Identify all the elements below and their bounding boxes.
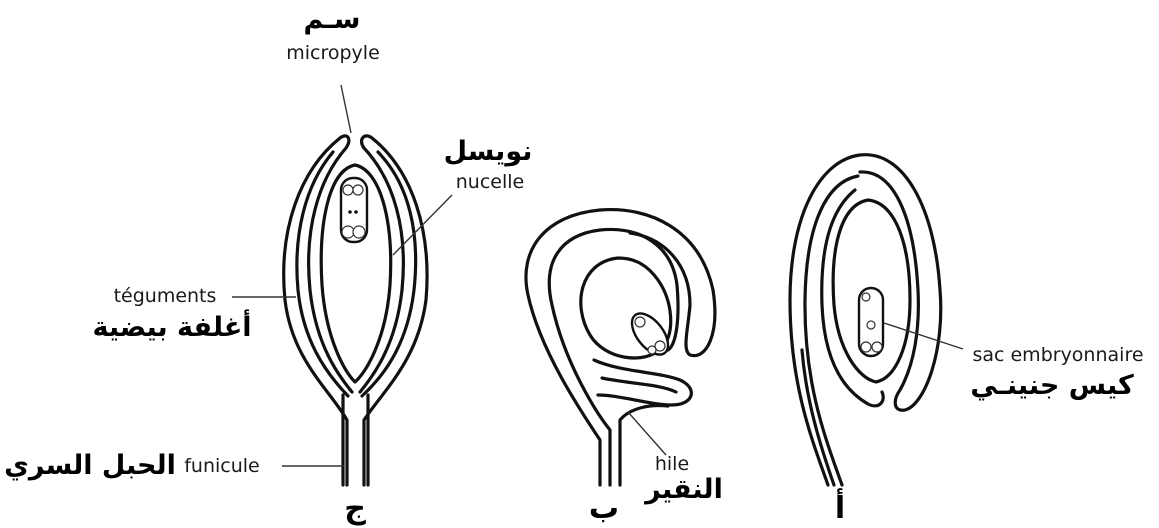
label-funicule-ar: الحبل السري <box>4 450 176 481</box>
figure-letter-left: ج <box>344 491 366 526</box>
ovule-left-orthotropous <box>232 85 452 485</box>
label-sac-fr: sac embryonnaire <box>972 344 1143 366</box>
synergid-cell <box>353 226 365 238</box>
hilum-inner <box>602 378 676 392</box>
antipodal-cell <box>353 185 363 195</box>
antipodal-cell <box>343 185 353 195</box>
label-teguments-ar: أغلفة بيضية <box>92 309 251 343</box>
label-teguments-fr: téguments <box>114 285 217 307</box>
ovule-right <box>790 155 963 485</box>
leader-sac <box>884 323 963 349</box>
leader-hile <box>628 412 666 455</box>
leader-micropyle <box>341 85 351 133</box>
label-funicule-fr: funicule <box>184 455 260 477</box>
label-nucelle-fr: nucelle <box>456 171 524 193</box>
label-sac-ar: كيس جنينـي <box>970 370 1134 401</box>
polar-nucleus <box>354 210 358 214</box>
synergid-cell <box>648 346 656 354</box>
outer-integument-right <box>360 136 427 485</box>
synergid-cell <box>872 342 882 352</box>
polar-nucleus <box>348 210 352 214</box>
label-micropyle-ar: سـم <box>304 4 361 35</box>
label-micropyle-fr: micropyle <box>286 42 380 64</box>
synergid-cell <box>861 342 871 352</box>
label-hile-ar: النقير <box>643 474 723 505</box>
synergid-cell <box>342 226 354 238</box>
ovule-middle-anatropous <box>526 210 715 485</box>
figure-letter-right: أ <box>835 488 845 526</box>
hilum-region <box>594 360 691 405</box>
antipodal-cell <box>862 293 870 301</box>
label-hile-fr: hile <box>655 453 689 475</box>
polar-nucleus <box>867 321 875 329</box>
figure-letter-middle: ب <box>589 491 619 526</box>
leader-nucelle <box>393 195 452 255</box>
antipodal-cell <box>635 317 645 327</box>
label-nucelle-ar: نويسل <box>444 136 533 167</box>
